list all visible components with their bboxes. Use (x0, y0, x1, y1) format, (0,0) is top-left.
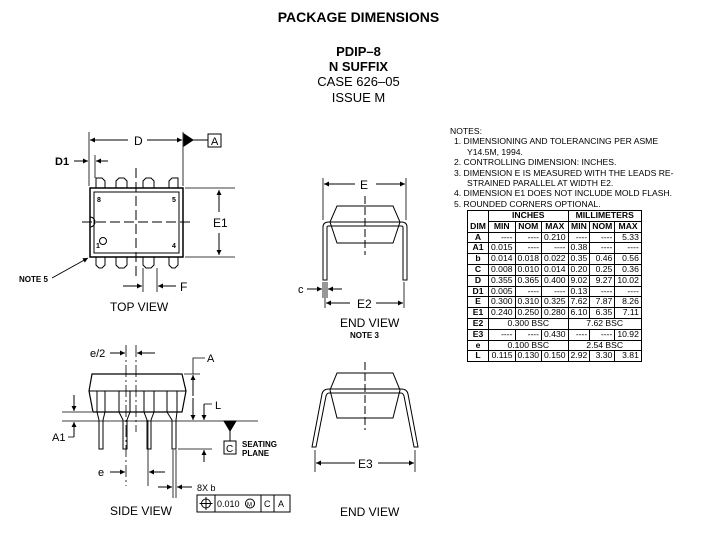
dim-E-label: E (360, 178, 368, 192)
pin-1-label: 1 (96, 243, 100, 250)
package-suffix: N SUFFIX (328, 59, 389, 74)
case-number: CASE 626–05 (317, 74, 400, 89)
side-view-body (88, 373, 187, 450)
feature-control-frame (196, 494, 291, 513)
dim-c-label: c (298, 284, 304, 296)
column-header-0: DIM (467, 221, 489, 233)
dim-e-half-label: e/2 (90, 348, 105, 360)
issue: ISSUE M (331, 90, 386, 105)
dim-cell: L (467, 350, 489, 363)
column-header-6: MAX (614, 220, 642, 233)
dim-L-label: L (215, 400, 221, 412)
column-header-5: NOM (589, 220, 616, 233)
dim-D-label: D (134, 134, 143, 148)
datum-C-label: C (226, 444, 233, 455)
fcf-datum-1: C (264, 499, 271, 509)
note-4: 4. DIMENSION E1 DOES NOT INCLUDE MOLD FL… (454, 188, 673, 199)
note-3: 3. DIMENSION E IS MEASURED WITH THE LEAD… (454, 167, 674, 178)
note-3-cont: STRAINED PARALLEL AT WIDTH E2. (467, 178, 614, 189)
pin-8-label: 8 (97, 197, 101, 204)
notes: NOTES: 1. DIMENSIONING AND TOLERANCING P… (450, 126, 674, 209)
end-view-note-3: NOTE 3 (350, 331, 379, 340)
note-1: 1. DIMENSIONING AND TOLERANCING PER ASME (454, 136, 659, 147)
package-name: PDIP–8 (336, 44, 381, 59)
top-view-body (82, 168, 192, 278)
dim-cell: A1 (467, 242, 489, 255)
fcf-datum-2: A (278, 499, 284, 509)
pin-4-label: 4 (172, 243, 176, 250)
dim-F-label: F (180, 280, 187, 294)
note-5: 5. ROUNDED CORNERS OPTIONAL. (454, 198, 601, 209)
dim-cell: A (467, 231, 489, 244)
fcf-tolerance: 0.010 (217, 499, 240, 509)
value-cell: 3.30 (589, 350, 616, 363)
seating-plane-label-2: PLANE (242, 449, 270, 458)
dim-b-label: 8X b (197, 483, 216, 493)
note-2: 2. CONTROLLING DIMENSION: INCHES. (454, 157, 617, 168)
note5-label: NOTE 5 (19, 275, 48, 284)
table-row: A--------0.210--------5.33 (467, 231, 642, 244)
datum-A-label: A (211, 136, 219, 148)
top-view-label: TOP VIEW (110, 300, 169, 314)
group-mm: MILLIMETERS (567, 210, 642, 222)
note-1-cont: Y14.5M, 1994. (467, 146, 523, 157)
value-cell: 3.81 (614, 350, 642, 363)
table-row: E3--------0.430--------10.92 (467, 328, 642, 341)
value-cell: ---- (589, 242, 616, 255)
end-view-1-label: END VIEW (340, 316, 400, 330)
notes-heading: NOTES: (450, 126, 482, 136)
dim-A-label: A (207, 353, 215, 365)
fcf-modifier: M (247, 503, 252, 509)
dim-D1-label: D1 (55, 156, 69, 168)
dim-e-label: e (98, 467, 104, 479)
pin-5-label: 5 (172, 197, 176, 204)
dim-A1-label: A1 (52, 432, 65, 444)
side-view-leads (96, 391, 178, 450)
value-cell: 5.33 (614, 231, 642, 244)
dim-E1-label: E1 (213, 216, 228, 230)
seating-plane-label-1: SEATING (242, 440, 277, 449)
dim-E2-label: E2 (357, 297, 372, 311)
dim-E3-label: E3 (358, 457, 373, 471)
top-view-pins (95, 177, 179, 269)
end-view-2-label: END VIEW (340, 505, 400, 519)
value-cell: ---- (589, 231, 616, 244)
end-view-1-body (322, 196, 408, 281)
value-cell: ---- (614, 242, 642, 255)
end-view-2-body (311, 362, 419, 448)
page-title: PACKAGE DIMENSIONS (277, 9, 440, 25)
side-view-label: SIDE VIEW (110, 504, 173, 518)
